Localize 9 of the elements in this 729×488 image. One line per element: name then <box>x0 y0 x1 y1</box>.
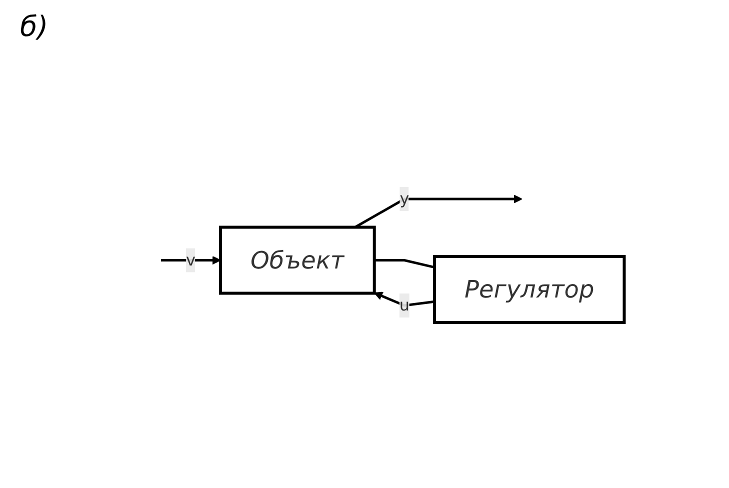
arrow <box>160 256 221 265</box>
arrow <box>354 194 522 229</box>
node-box: Регулятор <box>432 255 626 324</box>
edge-label: y <box>400 189 410 208</box>
edge-label: u <box>399 296 410 315</box>
edge-label: v <box>186 250 196 270</box>
panel-label: б) <box>20 10 48 43</box>
arrow <box>374 292 435 308</box>
connector <box>374 259 435 269</box>
